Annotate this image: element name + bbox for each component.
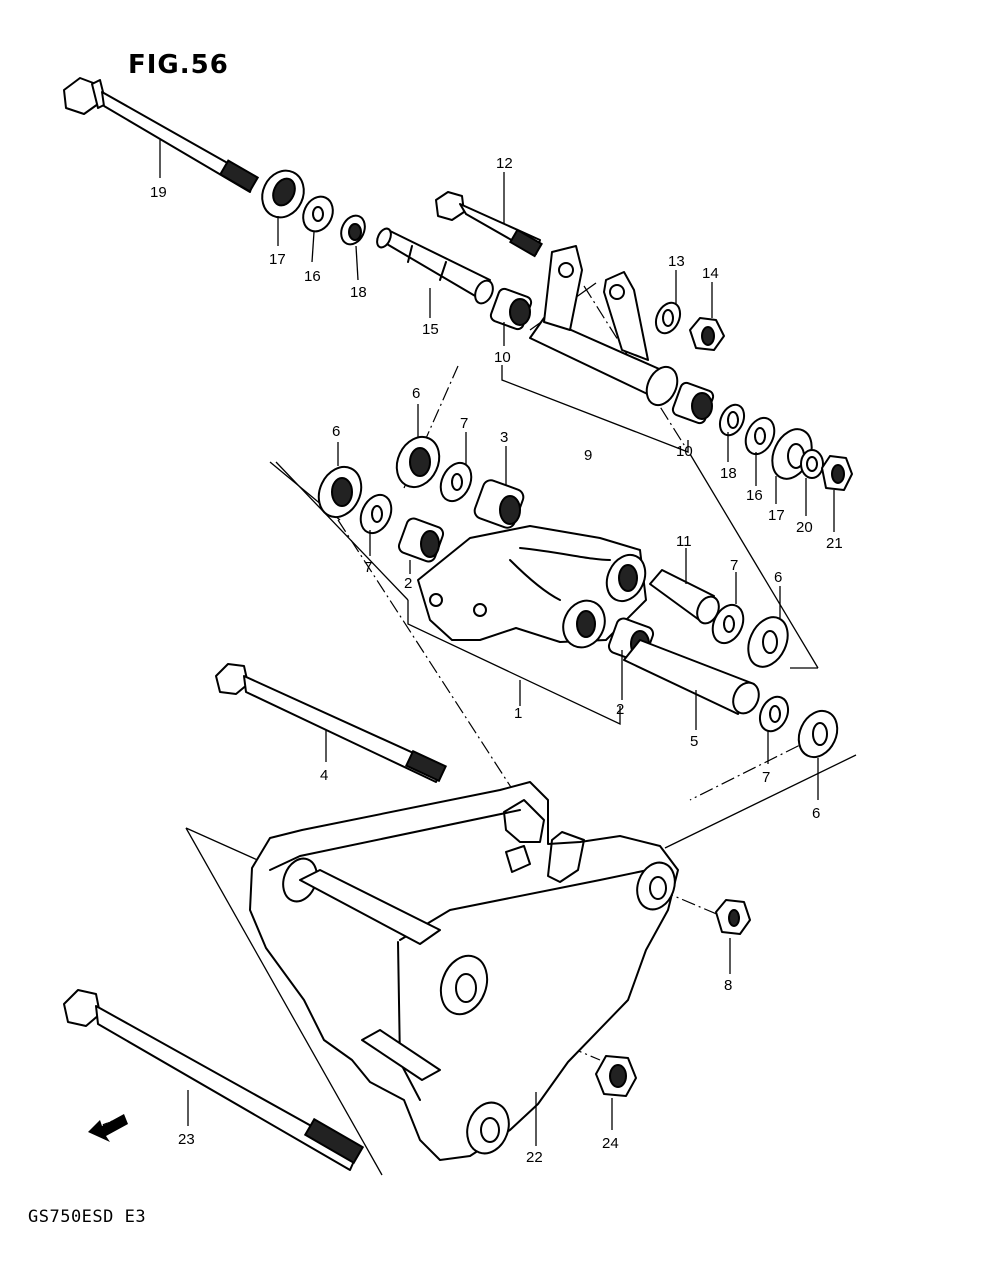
bearing-10-left (489, 287, 533, 331)
nut-21 (821, 455, 853, 491)
bolt-23 (63, 989, 365, 1171)
washer-7-right (711, 603, 745, 645)
spacer-15 (376, 227, 494, 305)
part-callouts: 19 17 16 18 15 12 13 14 10 10 9 18 16 17… (150, 155, 843, 1166)
model-code: GS750ESD E3 (28, 1207, 147, 1227)
callout-2-upper: 2 (404, 575, 412, 592)
seal-18-right (718, 403, 746, 437)
callout-10-left: 10 (494, 349, 511, 366)
sleeve-5 (623, 639, 760, 715)
washer-13 (654, 301, 682, 335)
seal-6-right (747, 616, 789, 668)
seal-6-left (317, 465, 363, 519)
link-9 (529, 245, 679, 407)
callout-23: 23 (178, 1131, 195, 1148)
callout-17-left: 17 (269, 251, 286, 268)
washer-16-right (744, 416, 776, 456)
callout-24: 24 (602, 1135, 619, 1152)
callout-7-upper: 7 (460, 415, 468, 432)
callout-16-right: 16 (746, 487, 763, 504)
callout-10-right: 10 (676, 443, 693, 460)
washer-16-left (302, 195, 334, 233)
callout-5: 5 (690, 733, 698, 750)
bolt-4 (215, 663, 448, 783)
fwd-arrow-icon: FWD (88, 1114, 128, 1142)
washer-7-lower (758, 695, 790, 733)
callout-13: 13 (668, 253, 685, 270)
callout-1: 1 (514, 705, 522, 722)
callout-11: 11 (676, 533, 692, 550)
sleeve-11 (649, 569, 720, 625)
nut-14 (689, 317, 725, 351)
callout-12: 12 (496, 155, 513, 172)
leader-lines (159, 140, 835, 1146)
callout-7-left: 7 (364, 559, 372, 576)
callout-6-lower: 6 (812, 805, 820, 822)
callout-15: 15 (422, 321, 439, 338)
callout-7-right: 7 (730, 557, 738, 574)
bolt-19 (63, 77, 260, 193)
callout-14: 14 (702, 265, 719, 282)
seal-18-left (340, 214, 366, 246)
callout-6-upper: 6 (412, 385, 420, 402)
callout-16-left: 16 (304, 268, 321, 285)
washer-7-left (359, 493, 393, 535)
nut-24 (595, 1055, 637, 1097)
callout-22: 22 (526, 1149, 543, 1166)
bearing-2-upper (397, 517, 445, 563)
callout-9: 9 (584, 447, 592, 464)
callout-21: 21 (826, 535, 843, 552)
callout-7-lower: 7 (762, 769, 770, 786)
callout-17-right: 17 (768, 507, 785, 524)
callout-8: 8 (724, 977, 732, 994)
collar-17-left (261, 169, 305, 219)
cushion-lever-1 (417, 525, 647, 649)
callout-20: 20 (796, 519, 813, 536)
seal-6-lower (797, 709, 839, 759)
seal-6-upper (395, 435, 441, 489)
callout-2-lower: 2 (616, 701, 624, 718)
callout-4: 4 (320, 767, 328, 784)
callout-6-left: 6 (332, 423, 340, 440)
figure-title: FIG.56 (128, 50, 229, 80)
nut-8 (715, 899, 751, 935)
callout-19: 19 (150, 184, 167, 201)
washer-7-upper (439, 461, 473, 503)
callout-6-right: 6 (774, 569, 782, 586)
callout-18-right: 18 (720, 465, 737, 482)
bolt-12 (435, 191, 543, 258)
bracket-22 (249, 781, 679, 1161)
callout-18-left: 18 (350, 284, 367, 301)
callout-3: 3 (500, 429, 508, 446)
bearing-3 (473, 479, 525, 529)
bearing-10-right (671, 381, 715, 425)
washer-20 (800, 449, 824, 479)
